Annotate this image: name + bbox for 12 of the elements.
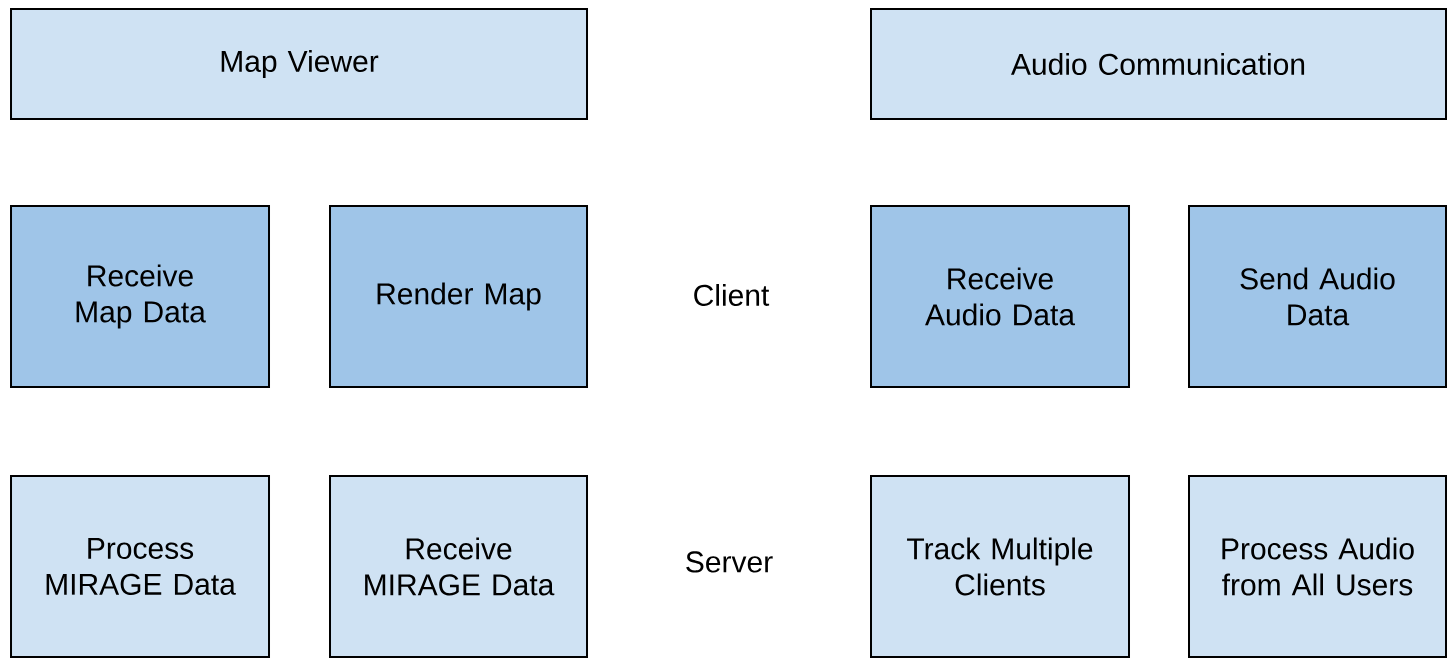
process-box: Process Audio from All Users <box>1188 475 1447 658</box>
process-box: Receive MIRAGE Data <box>329 475 588 658</box>
process-box: Receive Audio Data <box>870 205 1130 388</box>
process-box: Send Audio Data <box>1188 205 1447 388</box>
process-box: Track Multiple Clients <box>870 475 1130 658</box>
process-box: Render Map <box>329 205 588 388</box>
process-box: Receive Map Data <box>10 205 270 388</box>
tier-label: Server <box>686 551 773 573</box>
process-box: Process MIRAGE Data <box>10 475 270 658</box>
process-box: Audio Communication <box>870 8 1447 120</box>
tier-label: Client <box>694 283 770 306</box>
process-box: Map Viewer <box>10 8 588 120</box>
